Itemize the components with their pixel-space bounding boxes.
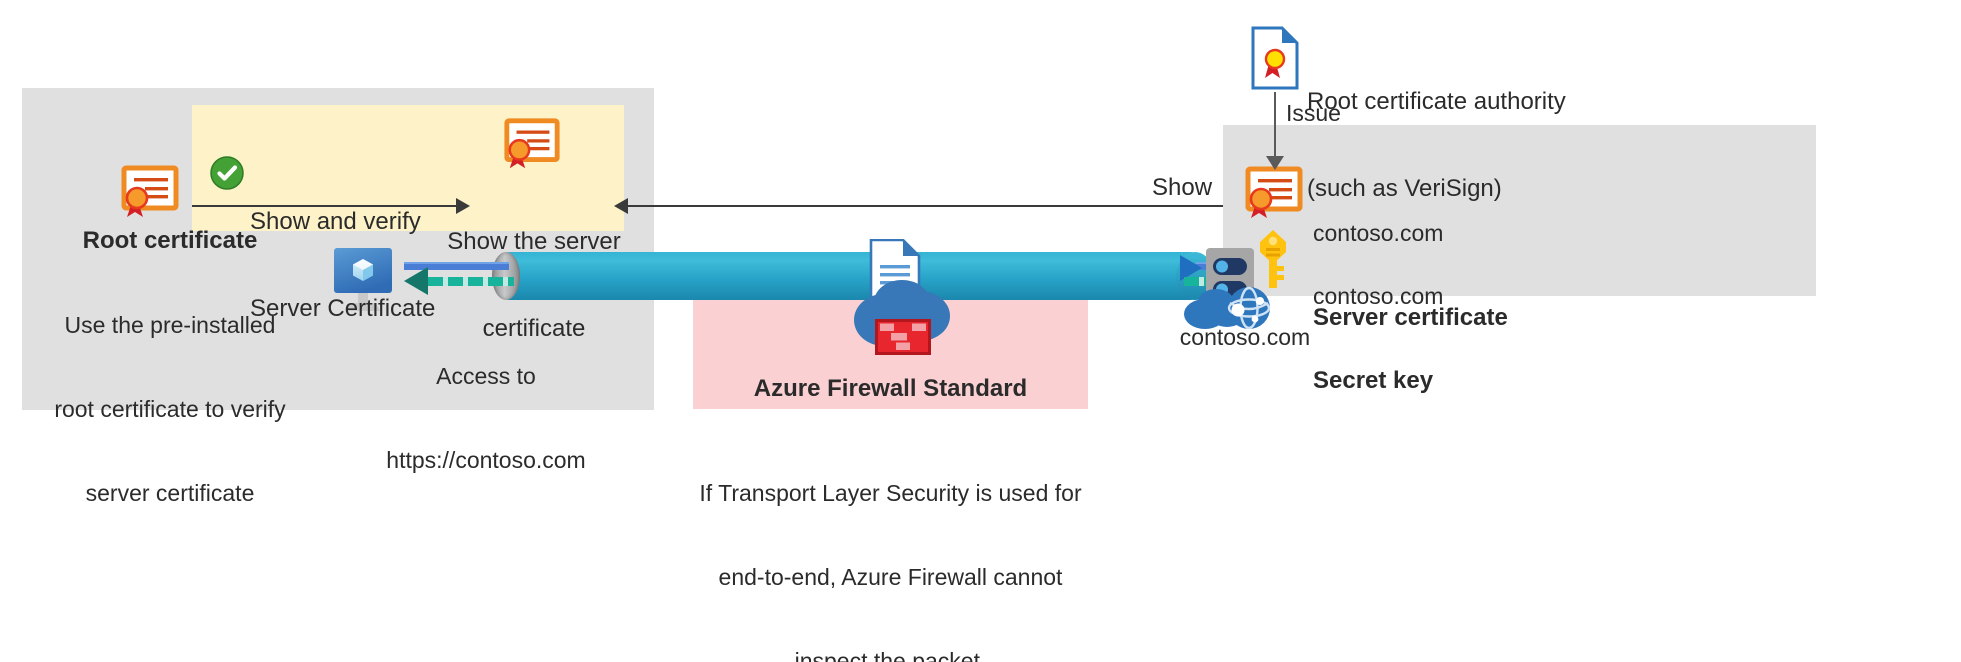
firewall-note: If Transport Layer Security is used for … (678, 423, 1103, 662)
request-line-client (404, 262, 509, 270)
server-hostname-label: contoso.com (1179, 324, 1311, 350)
certificate-icon-shown (502, 116, 562, 176)
tls-tunnel (505, 252, 1195, 300)
issue-arrow-line (1274, 92, 1276, 162)
verify-banner-line2: Server Certificate (250, 295, 436, 323)
access-url-label: Access to https://contoso.com (366, 306, 606, 530)
firewall-note-line2: end-to-end, Azure Firewall cannot (718, 564, 1063, 591)
show-label: Show (1152, 174, 1213, 201)
root-certificate-desc: Use the pre-installed root certificate t… (22, 255, 318, 564)
tunnel-cap-left (492, 252, 520, 300)
show-certificate-line1: Show the server (447, 227, 621, 255)
server-side-panel (1223, 125, 1816, 296)
certificate-icon-server (1243, 164, 1305, 226)
document-certificate-icon (1251, 26, 1299, 90)
root-ca-label: Root certificate authority (such as Veri… (1307, 28, 1566, 262)
firewall-note-line3: inspect the packet. (794, 648, 987, 662)
show-arrow-head (614, 198, 628, 214)
request-arrow-server (1180, 255, 1202, 281)
cloud-globe-icon (1183, 283, 1279, 330)
verify-arrow-line (192, 205, 458, 207)
root-certificate-title: Root certificate (82, 227, 258, 254)
issue-label: Issue (1286, 100, 1341, 126)
root-certificate-desc-line2: root certificate to verify (54, 396, 286, 423)
firewall-label: Azure Firewall Standard (753, 375, 1028, 402)
server-certificate-name: Server certificate (1313, 304, 1508, 332)
verify-arrow-head (456, 198, 470, 214)
key-icon (1253, 228, 1293, 290)
root-ca-line1: Root certificate authority (1307, 87, 1566, 115)
secret-key-label: contoso.com Secret key (1313, 226, 1443, 452)
response-line-client (428, 277, 514, 286)
verify-banner-label: Show and verify Server Certificate (250, 148, 470, 382)
issue-arrow-head (1266, 156, 1284, 170)
response-line-server (1184, 277, 1224, 286)
response-arrow-client (404, 267, 428, 295)
show-arrow-line (628, 205, 1223, 207)
check-circle-icon (210, 156, 244, 190)
server-certificate-domain: contoso.com (1313, 220, 1444, 247)
server-certificate-label: contoso.com Server certificate (1313, 163, 1508, 389)
access-url-line1: Access to (436, 363, 536, 390)
show-certificate-line2: certificate (482, 315, 586, 343)
access-url-line2: https://contoso.com (386, 447, 586, 474)
root-certificate-desc-line3: server certificate (85, 480, 255, 507)
monitor-icon (334, 248, 396, 314)
certificate-icon-root (119, 163, 181, 225)
secret-key-domain: contoso.com (1313, 283, 1444, 310)
cloud-firewall-icon (846, 276, 956, 358)
verify-banner-line1: Show and verify (250, 207, 421, 235)
firewall-note-line1: If Transport Layer Security is used for (699, 480, 1082, 507)
root-ca-line2: (such as VeriSign) (1307, 175, 1502, 203)
secret-key-name: Secret key (1313, 367, 1434, 395)
root-certificate-desc-line1: Use the pre-installed (64, 312, 276, 339)
show-certificate-label: Show the server certificate (434, 168, 634, 402)
